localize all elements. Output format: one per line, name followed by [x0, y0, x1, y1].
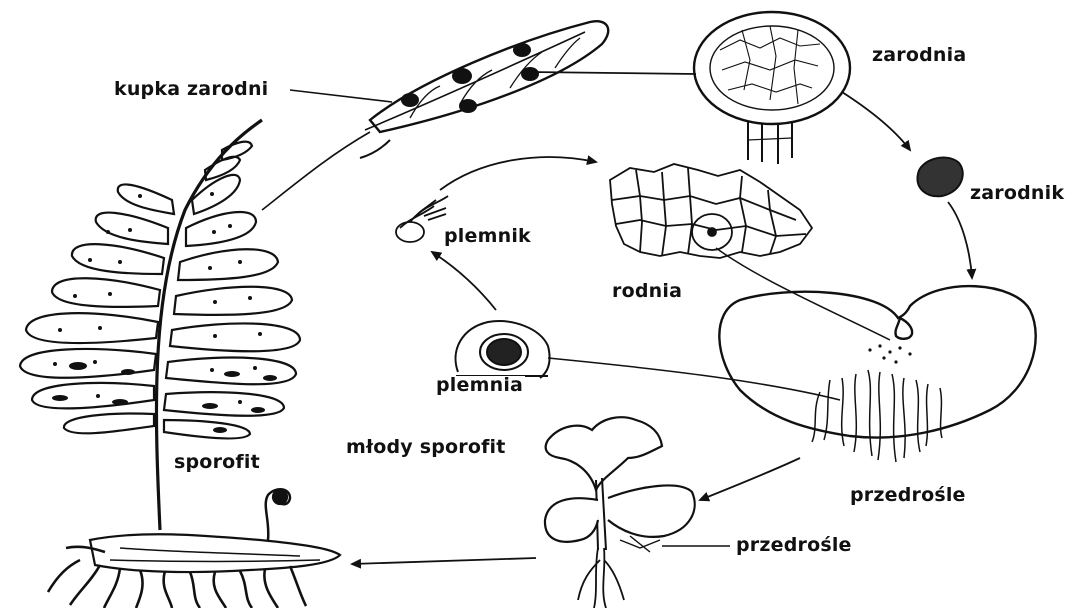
arrow-antheridium-to-sperm: [432, 252, 496, 310]
rhizome: [48, 489, 340, 608]
label-zarodnik: zarodnik: [968, 184, 1066, 203]
label-plemnik: plemnik: [442, 227, 533, 246]
arrow-prothallus-to-young-sporophyte: [700, 458, 800, 500]
label-zarodnia: zarodnia: [870, 46, 968, 65]
arrow-sporangium-to-spore: [842, 92, 910, 150]
pinna-with-sori: [262, 21, 608, 210]
label-mlody-sporofit: młody sporofit: [344, 438, 508, 457]
label-przedrosle-prothallus: przedrośle: [848, 486, 968, 505]
arrow-spore-to-prothallus: [948, 202, 972, 278]
label-leader-lines: [290, 90, 730, 546]
arrow-young-to-mature-sporophyte: [352, 558, 536, 564]
spore: [918, 158, 963, 197]
sori-clusters: [401, 43, 539, 113]
label-plemnia: plemnia: [434, 376, 525, 395]
label-przedrosle-young-sporophyte: przedrośle: [734, 536, 854, 555]
label-rodnia: rodnia: [610, 282, 684, 301]
label-sporofit: sporofit: [172, 453, 262, 472]
prothallus: [719, 286, 1035, 462]
sperm: [396, 196, 448, 242]
label-kupka-zarodni: kupka zarodni: [112, 80, 270, 99]
young-sporophyte: [545, 417, 695, 608]
arrow-sperm-to-archegonium: [440, 157, 596, 190]
